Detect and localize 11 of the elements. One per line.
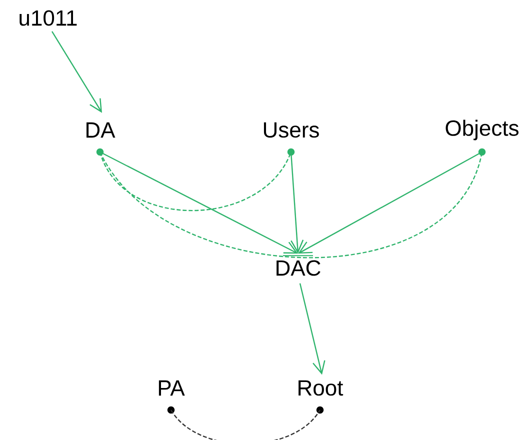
node-label: Objects xyxy=(446,120,518,140)
node-label: DAC xyxy=(276,260,320,276)
arrow xyxy=(298,151,482,254)
node-label: Root xyxy=(298,380,344,396)
arrow xyxy=(51,31,102,113)
node-label: Users xyxy=(264,122,319,138)
node-label: PA xyxy=(158,380,185,396)
node-label: DA xyxy=(86,122,116,138)
node-label: u1011 xyxy=(20,10,77,26)
arrow xyxy=(100,151,298,254)
arrow xyxy=(299,283,326,375)
